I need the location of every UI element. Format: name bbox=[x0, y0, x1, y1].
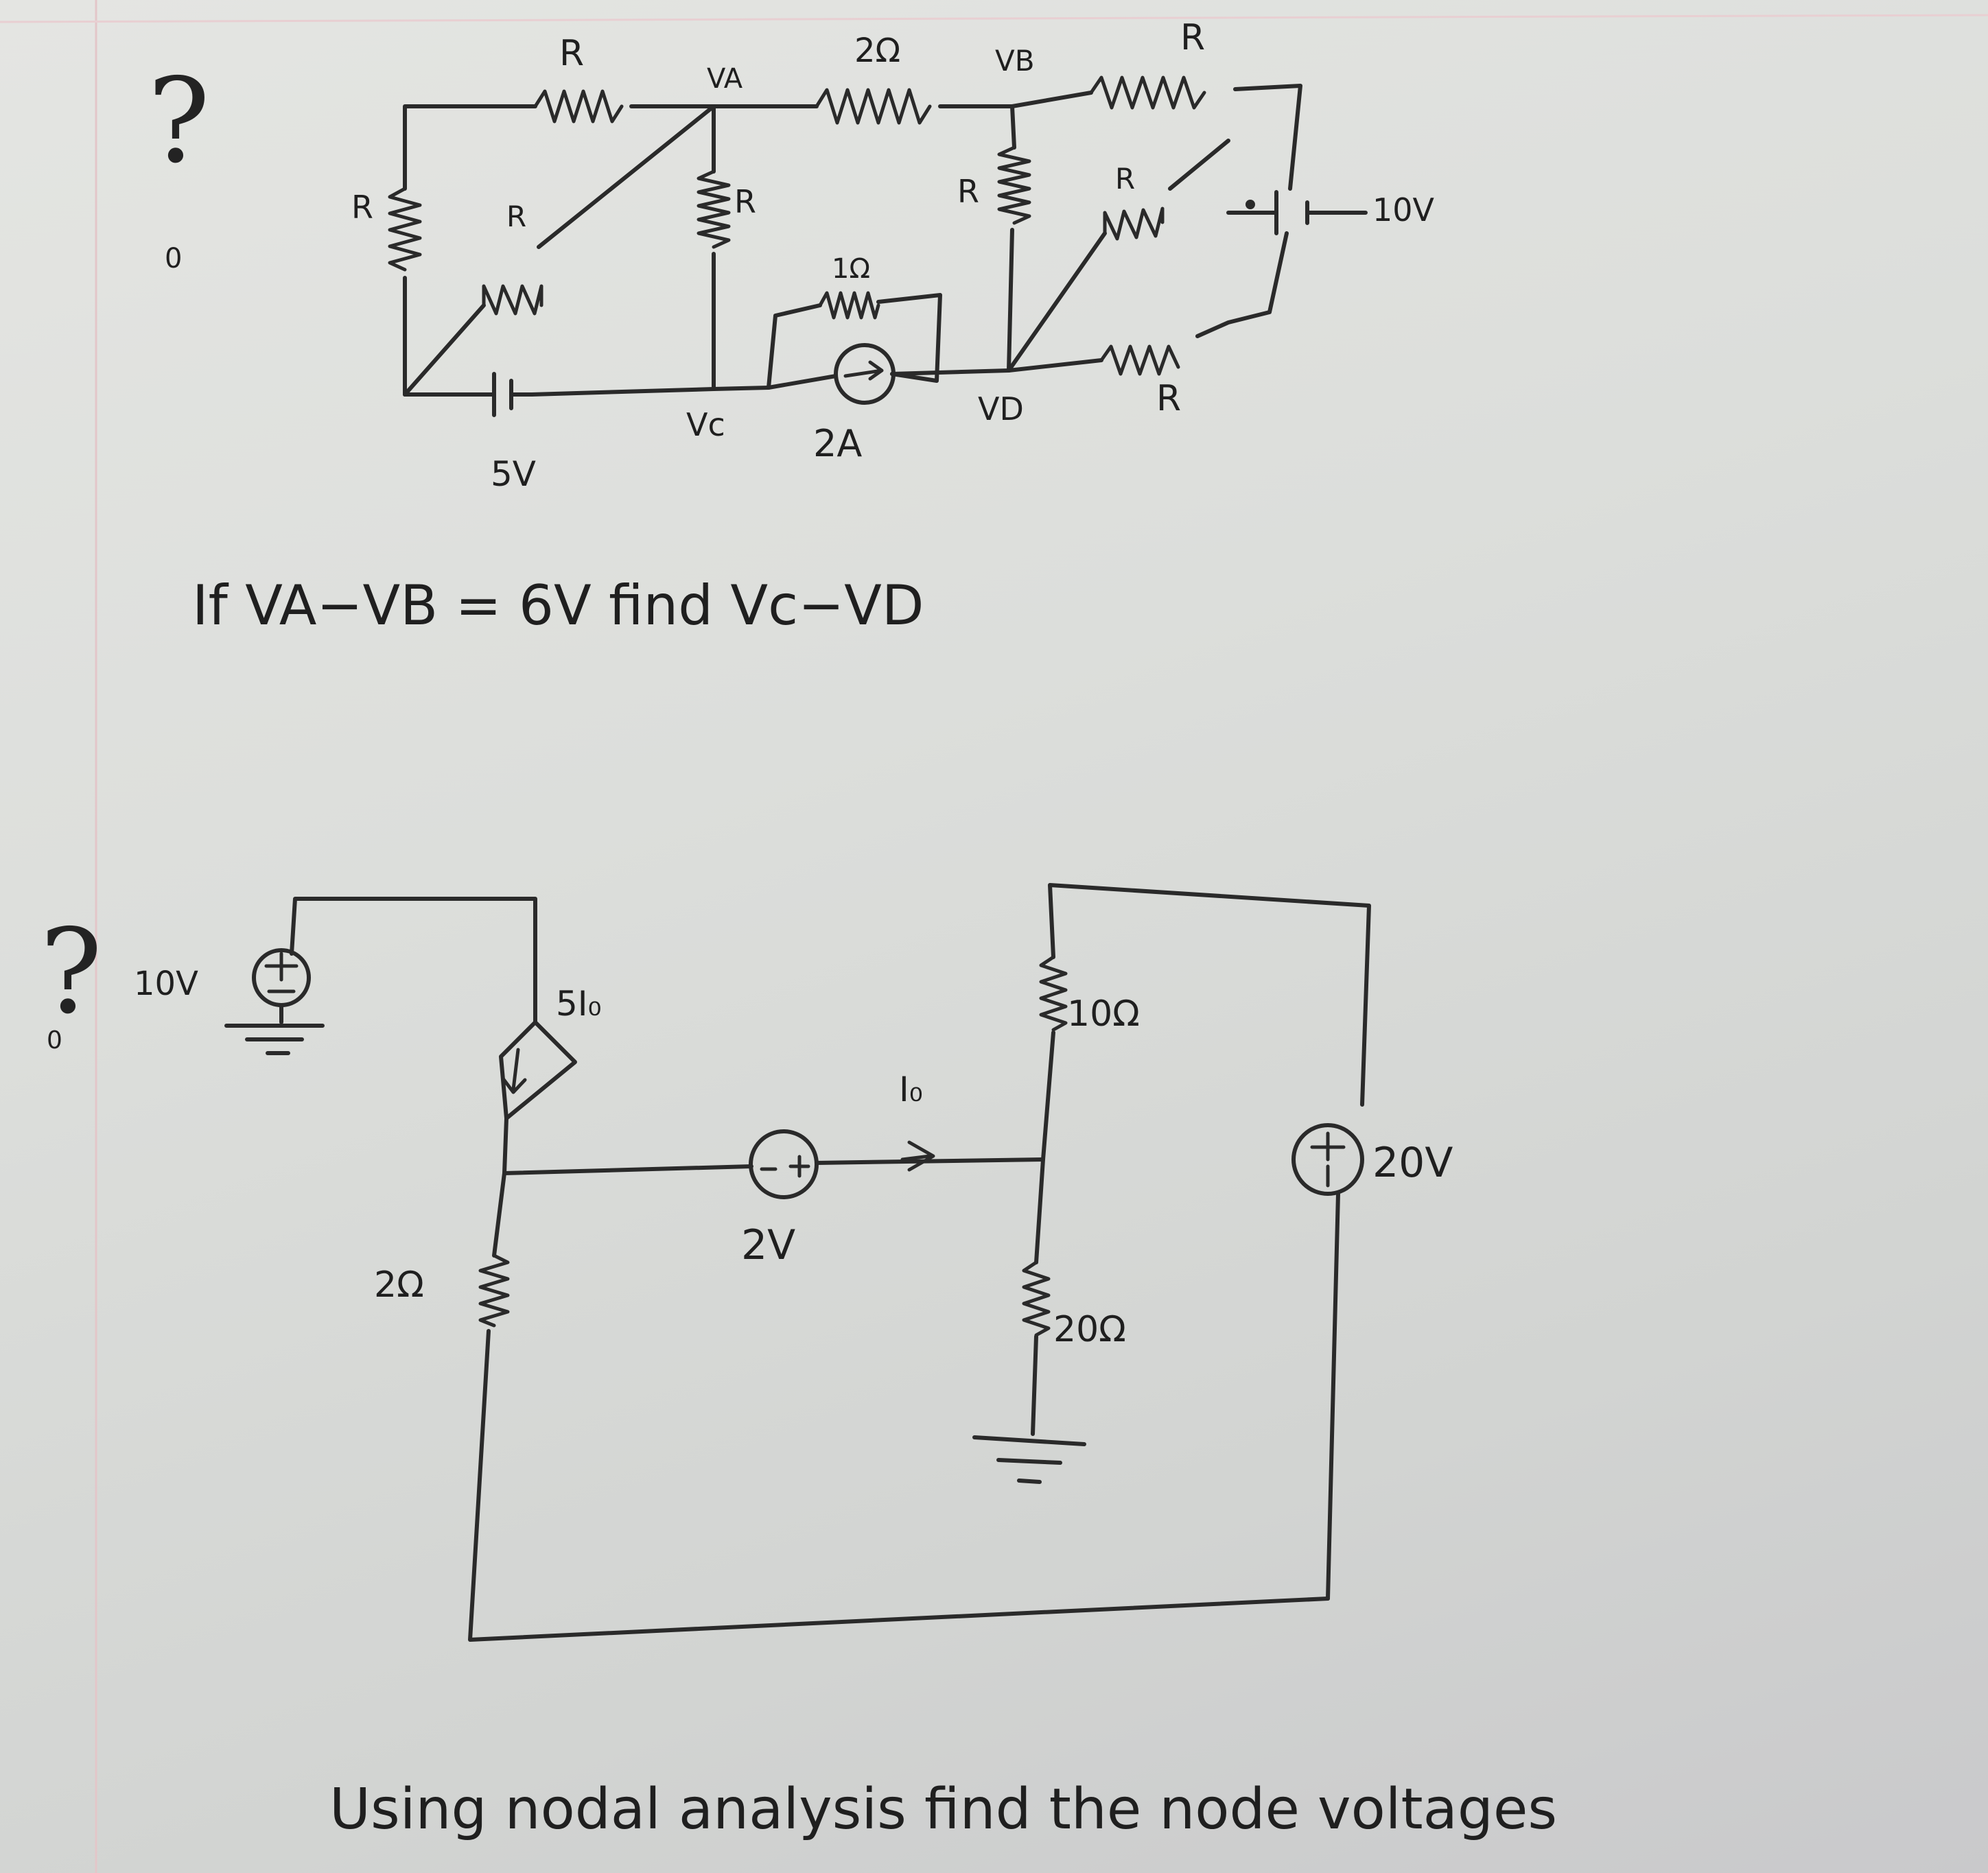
problem-1: ? 0 bbox=[148, 17, 1435, 637]
problem-2-statement: Using nodal analysis find the node volta… bbox=[329, 1777, 1557, 1842]
label-5v: 5V bbox=[491, 454, 536, 494]
problem-2: ? 0 10V 5I₀ 2Ω 2V I₀ 10Ω 20Ω bbox=[40, 883, 1557, 1842]
wire-diag-left-low bbox=[403, 303, 486, 397]
wire-20v-down bbox=[1326, 1192, 1340, 1601]
resistor-b-vertical bbox=[997, 145, 1031, 225]
resistor-diag-right bbox=[1103, 207, 1165, 241]
question-mark-1: ? bbox=[148, 54, 210, 189]
wire-10v-top bbox=[290, 897, 537, 1024]
resistor-top-mid bbox=[815, 88, 932, 125]
header-line bbox=[0, 14, 1988, 23]
label-5io: 5I₀ bbox=[556, 984, 602, 1024]
wire-diag-left-high bbox=[537, 104, 716, 249]
label-r-center: R bbox=[734, 183, 756, 220]
question-number-1: 0 bbox=[165, 243, 182, 274]
label-10ohm: 10Ω bbox=[1067, 993, 1140, 1035]
wire-top-right bbox=[1233, 84, 1302, 191]
label-r-left: R bbox=[351, 189, 373, 226]
label-2v: 2V bbox=[741, 1221, 795, 1269]
resistor-bottom-right bbox=[1099, 344, 1180, 376]
source-20v bbox=[1291, 1123, 1364, 1196]
source-20v-signs bbox=[1310, 1131, 1346, 1188]
label-r-top-right: R bbox=[1180, 17, 1205, 58]
label-r-top-mid: 2Ω bbox=[854, 32, 900, 70]
wire-2v-right bbox=[815, 1157, 1045, 1165]
wire-cs-left bbox=[767, 374, 838, 390]
resistor-diag-left bbox=[482, 284, 543, 316]
resistor-center bbox=[697, 169, 731, 249]
label-vc: Vc bbox=[686, 406, 725, 443]
current-source-arrow bbox=[843, 360, 884, 381]
source-2v bbox=[749, 1129, 819, 1199]
resistor-2ohm bbox=[478, 1253, 510, 1328]
dependent-source-arrow bbox=[501, 1048, 527, 1094]
wire-bottom-right bbox=[890, 358, 1103, 376]
label-io: I₀ bbox=[899, 1070, 923, 1109]
wire-diag-right-low bbox=[1007, 231, 1107, 373]
wire-left-bottom bbox=[468, 1329, 1330, 1642]
wire-bottom-mid bbox=[530, 386, 771, 397]
label-r-b-vertical: R bbox=[957, 173, 979, 210]
current-arrow-io bbox=[900, 1140, 935, 1172]
label-vd: VD bbox=[978, 390, 1024, 427]
label-10v: 10V bbox=[1372, 191, 1435, 228]
label-2ohm: 2Ω bbox=[374, 1264, 424, 1306]
label-20ohm: 20Ω bbox=[1053, 1309, 1126, 1350]
label-2a: 2A bbox=[813, 422, 862, 465]
wire-diag-right-high bbox=[1168, 139, 1230, 191]
label-r-top-left: R bbox=[559, 33, 584, 74]
ground-10v bbox=[224, 1003, 325, 1055]
label-va: VA bbox=[707, 63, 743, 95]
label-r-bottom-right: R bbox=[1156, 378, 1181, 419]
question-mark-2: ? bbox=[40, 904, 102, 1040]
wire-right-lower bbox=[1195, 231, 1289, 338]
label-vb: VB bbox=[995, 44, 1035, 78]
source-2v-signs bbox=[760, 1155, 810, 1178]
resistor-left bbox=[388, 187, 422, 272]
label-r-diag-left: R bbox=[506, 200, 526, 233]
wire-10ohm-node bbox=[1034, 1030, 1055, 1264]
battery-5v bbox=[492, 372, 513, 417]
resistor-top-right bbox=[1089, 75, 1206, 110]
wire-top-right-loop bbox=[1048, 883, 1371, 1107]
label-10v-2: 10V bbox=[134, 965, 198, 1003]
wire-left-vertical bbox=[403, 104, 537, 397]
dependent-source-5io bbox=[499, 1020, 577, 1120]
wire-1ohm-loop bbox=[767, 293, 942, 390]
question-number-2: 0 bbox=[47, 1026, 62, 1055]
label-20v: 20V bbox=[1372, 1139, 1453, 1187]
resistor-10ohm bbox=[1039, 955, 1068, 1032]
battery-10v bbox=[1274, 190, 1309, 235]
source-10v-signs bbox=[264, 952, 299, 993]
label-r-1ohm: 1Ω bbox=[832, 253, 870, 285]
ground-20ohm bbox=[972, 1334, 1086, 1484]
resistor-20ohm bbox=[1022, 1260, 1051, 1337]
wire-left-node bbox=[492, 1116, 508, 1258]
wire-vb-vd bbox=[1007, 104, 1016, 373]
problem-1-statement: If VA−VB = 6V find Vc−VD bbox=[192, 574, 924, 637]
wire-horizontal-node bbox=[502, 1164, 753, 1175]
wire-top-b bbox=[938, 91, 1093, 108]
battery-10v-dot bbox=[1246, 200, 1255, 209]
resistor-top-left bbox=[533, 89, 624, 123]
label-r-diag-right: R bbox=[1115, 162, 1135, 196]
resistor-1ohm bbox=[818, 291, 880, 320]
